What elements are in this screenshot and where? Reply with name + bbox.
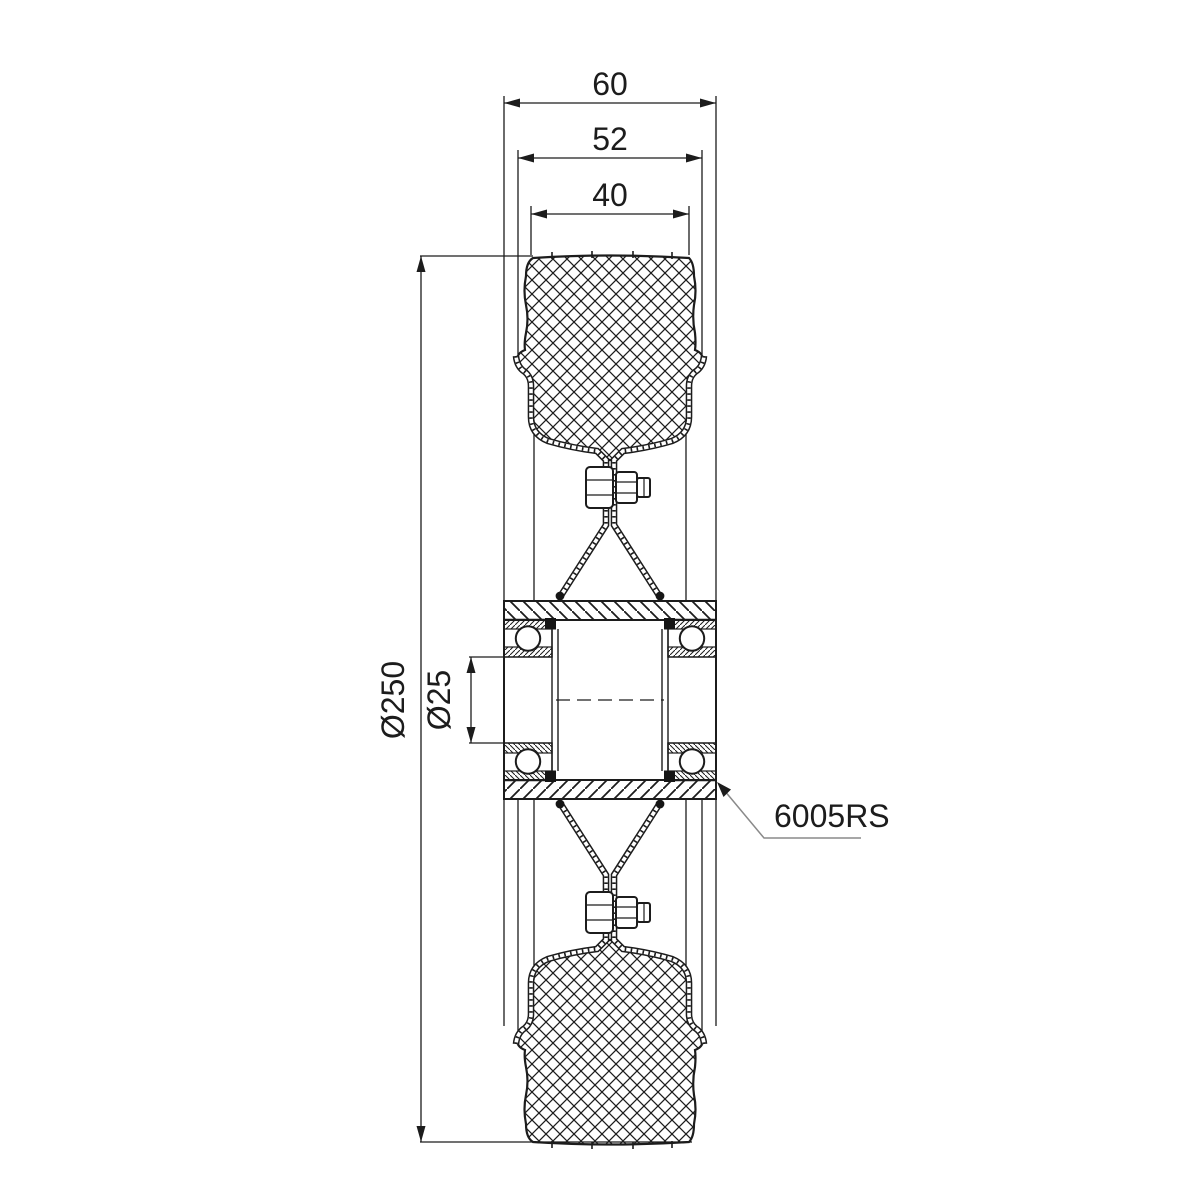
dim-52-label: 52 xyxy=(592,121,628,157)
hub-bottom-half xyxy=(503,742,717,800)
dimension-tire-width: 52 xyxy=(518,121,702,163)
callout-bearing: 6005RS xyxy=(717,782,890,839)
extension-lines xyxy=(503,96,717,1040)
arrowhead-right xyxy=(686,153,702,163)
arrowhead-top xyxy=(416,256,426,272)
hub-static xyxy=(503,620,717,780)
dim-bore-label: Ø25 xyxy=(421,670,457,730)
dimension-bore-diameter: Ø25 xyxy=(421,656,504,744)
arrowhead-right xyxy=(673,209,689,219)
arrowhead-left xyxy=(504,98,520,108)
hub-outer-walls xyxy=(503,620,717,780)
dim-od-label: Ø250 xyxy=(375,661,411,739)
wheel-top-half xyxy=(516,251,704,600)
leader-line xyxy=(718,783,861,839)
arrowhead-bottom xyxy=(416,1126,426,1142)
od-extension-lines xyxy=(420,255,692,1143)
leader-arrowhead xyxy=(717,782,731,797)
bearing-designation-label: 6005RS xyxy=(774,798,890,834)
arrowhead-left xyxy=(518,153,534,163)
dimension-outer-diameter: Ø250 xyxy=(375,255,692,1143)
dimension-tread-width: 40 xyxy=(531,177,689,219)
wheel-bottom-half xyxy=(516,800,704,1149)
arrowhead-left xyxy=(531,209,547,219)
dim-40-label: 40 xyxy=(592,177,628,213)
dimension-hub-width: 60 xyxy=(504,66,716,108)
arrowhead-right xyxy=(700,98,716,108)
arrowhead-bottom xyxy=(466,727,476,743)
bore-extension-lines xyxy=(469,656,504,744)
hub-top-half xyxy=(503,600,717,658)
arrowhead-top xyxy=(466,657,476,673)
dim-60-label: 60 xyxy=(592,66,628,102)
